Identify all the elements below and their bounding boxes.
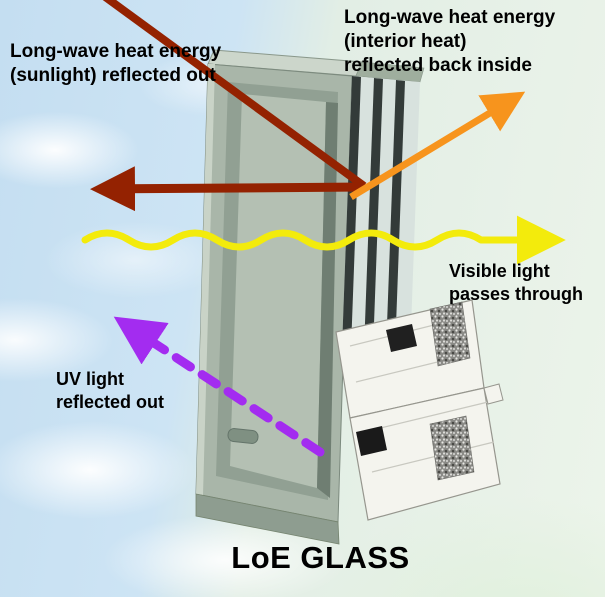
label-visible-light: Visible light passes through (449, 261, 584, 304)
glass-pane-3 (386, 80, 405, 353)
window-sash-shadow (317, 102, 338, 498)
window-sash-face (230, 94, 326, 488)
window-cross-section (335, 299, 504, 521)
sash-insulation-foam (429, 301, 471, 367)
energy-arrows (81, 0, 566, 457)
label-interior-heat-reflected: Long-wave heat energy (interior heat) re… (344, 7, 556, 76)
interior-heat-arrow (349, 91, 526, 200)
visible-light-wave-arrow (81, 215, 566, 265)
sunlight-reflected-arrow (90, 166, 365, 212)
glass-pane-2 (364, 78, 383, 351)
glass-panes (342, 76, 420, 356)
glass-pane-1 (342, 76, 361, 349)
label-sunlight-reflected: Long-wave heat energy (sunlight) reflect… (10, 41, 222, 86)
window-illustration (195, 49, 504, 545)
frame-insulation-foam (429, 415, 475, 481)
frame-chamber-line (363, 401, 489, 433)
uv-reflected-arrow (113, 316, 325, 457)
label-uv-reflected: UV light reflected out (56, 369, 165, 412)
frame-gasket (356, 426, 387, 456)
diagram-title: LoE GLASS (231, 540, 410, 575)
window-frame-edge-highlight (196, 64, 215, 495)
sunlight-incoming-ray (102, 0, 367, 190)
profile-step (483, 383, 504, 405)
glazing-gasket (386, 324, 417, 352)
frame-chamber-line (371, 441, 495, 473)
window-sill (195, 493, 340, 545)
window-handle (227, 428, 259, 444)
